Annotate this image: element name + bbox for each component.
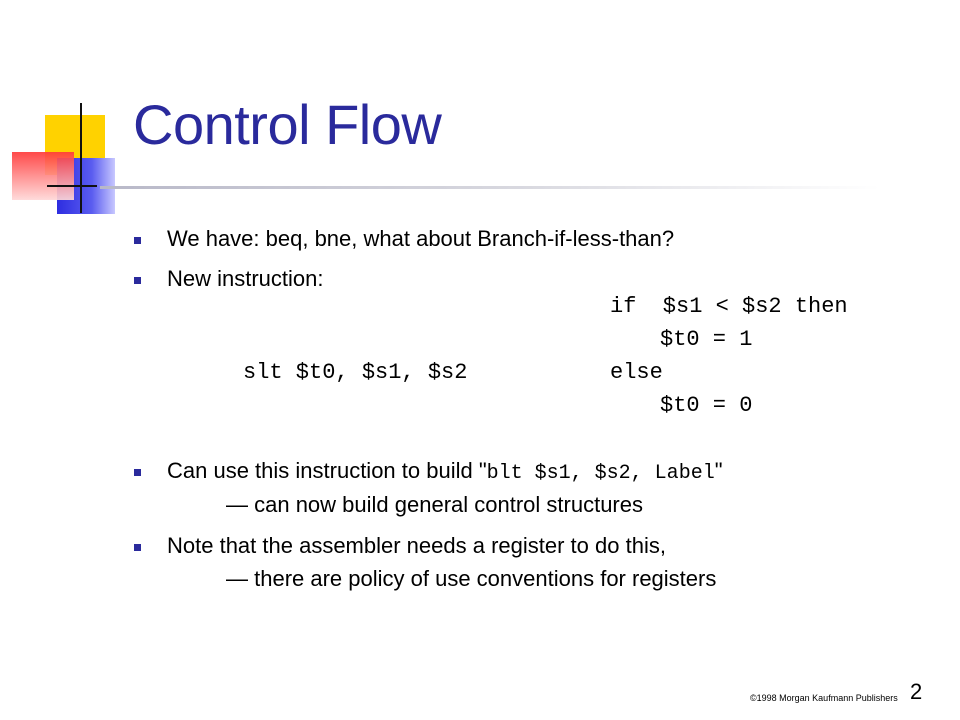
bullet-text-1: We have: beq, bne, what about Branch-if-…	[167, 226, 675, 251]
slide-title: Control Flow	[133, 93, 442, 156]
bullet-marker	[134, 237, 141, 244]
copyright-text: 1998 Morgan Kaufmann Publishers	[756, 693, 898, 703]
code-then-assign: $t0 = 1	[660, 327, 753, 352]
copyright-footer: ©1998 Morgan Kaufmann Publishers	[750, 693, 898, 703]
title-underline	[100, 186, 880, 189]
code-slt-instruction: slt $t0, $s1, $s2	[243, 360, 468, 385]
red-square	[12, 152, 74, 200]
code-else-assign: $t0 = 0	[660, 393, 753, 418]
bullet-text-2: New instruction:	[167, 266, 324, 291]
page-number: 2	[910, 679, 923, 704]
logo-vertical-line	[80, 103, 82, 213]
bullet-marker	[134, 469, 141, 476]
bullet-text-4: Note that the assembler needs a register…	[167, 533, 666, 558]
code-if-line: if $s1 < $s2 then	[610, 294, 848, 319]
bullet-text-3: Can use this instruction to build "blt $…	[167, 458, 723, 485]
logo-horizontal-line	[47, 185, 97, 187]
bullet-marker	[134, 544, 141, 551]
corner-logo-graphic	[0, 0, 140, 230]
bullet-sub-3: — can now build general control structur…	[226, 492, 643, 517]
copyright-icon: ©	[750, 693, 757, 703]
code-else-line: else	[610, 360, 663, 385]
bullet-text-3-pre: Can use this instruction to build "	[167, 458, 487, 483]
bullet-sub-4: — there are policy of use conventions fo…	[226, 566, 717, 591]
bullet-marker	[134, 277, 141, 284]
bullet-text-3-post: "	[714, 458, 723, 483]
bullet-text-3-code: blt $s1, $s2, Label	[486, 462, 715, 485]
